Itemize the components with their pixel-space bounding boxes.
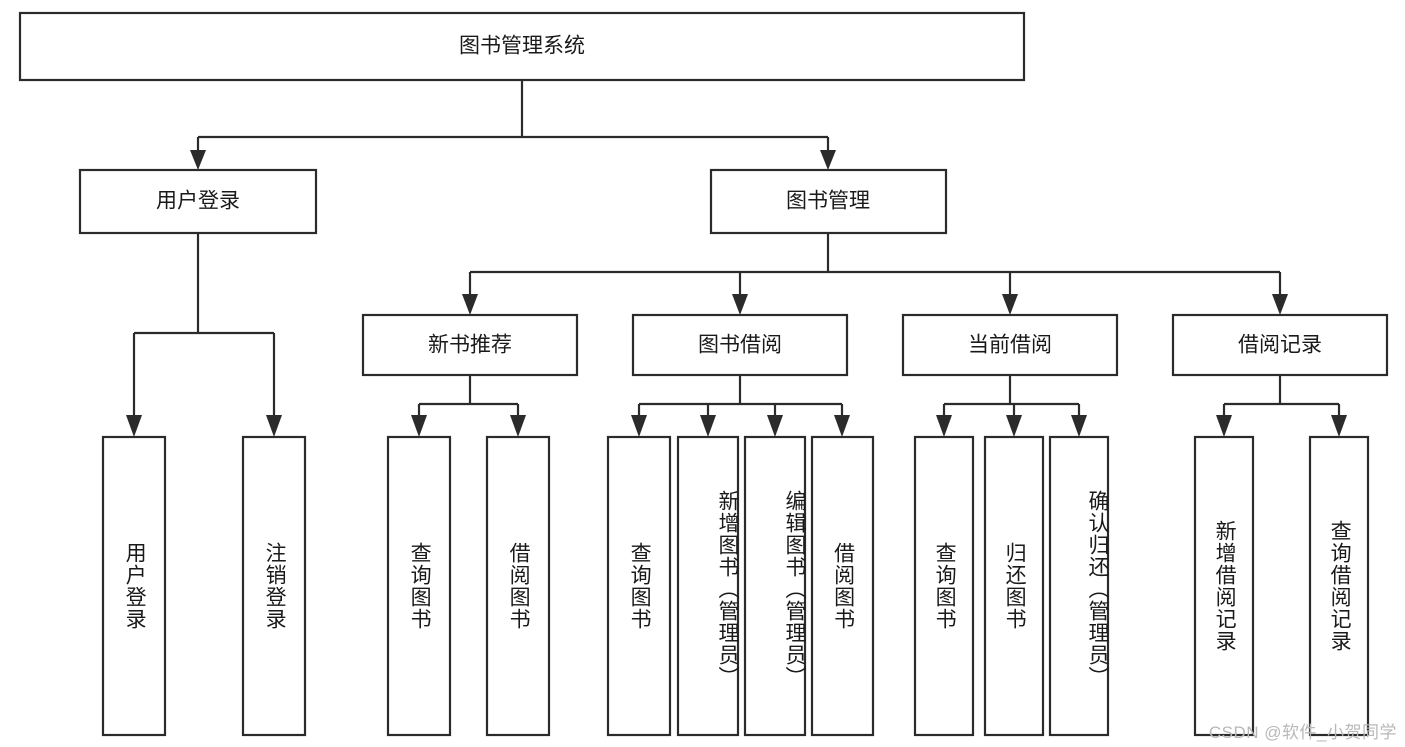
arrow-head-leaf-add-borrow-record xyxy=(1216,415,1232,437)
arrow-head-book-manage xyxy=(820,150,836,170)
node-box-layer xyxy=(18,11,1389,737)
arrow-head-book-borrow xyxy=(732,294,748,315)
label-borrow-record: 借阅记录 xyxy=(1238,334,1322,357)
arrow-head-leaf-add-book-admin xyxy=(700,415,716,437)
horizontal-label-layer: 图书管理系统 用户登录 图书管理 新书推荐 图书借阅 当前借阅 借阅记录 xyxy=(156,35,1322,357)
node-leaf-borrow-book[interactable] xyxy=(810,435,875,737)
connector-layer xyxy=(126,80,1347,437)
label-new-book-recommend: 新书推荐 xyxy=(428,334,512,357)
node-leaf-confirm-return-admin[interactable] xyxy=(1048,435,1110,737)
node-user-login[interactable] xyxy=(78,168,318,235)
arrow-head-leaf-borrow-book xyxy=(834,415,850,437)
node-leaf-logout[interactable] xyxy=(241,435,307,737)
arrow-head-leaf-return-book xyxy=(1006,415,1022,437)
label-root: 图书管理系统 xyxy=(459,35,585,58)
node-current-borrow[interactable] xyxy=(901,313,1119,377)
node-leaf-query-borrow-record[interactable] xyxy=(1308,435,1370,737)
node-borrow-record[interactable] xyxy=(1171,313,1389,377)
label-user-login: 用户登录 xyxy=(156,190,240,213)
node-leaf-borrow-book-recommend[interactable] xyxy=(485,435,551,737)
node-book-borrow[interactable] xyxy=(631,313,849,377)
node-book-manage[interactable] xyxy=(709,168,948,235)
arrow-head-new-book-recommend xyxy=(462,294,478,315)
label-current-borrow: 当前借阅 xyxy=(968,334,1052,357)
arrow-head-leaf-query-book-current xyxy=(936,415,952,437)
node-root[interactable] xyxy=(18,11,1026,82)
arrow-head-leaf-query-book-borrow xyxy=(631,415,647,437)
node-leaf-add-book-admin[interactable] xyxy=(676,435,740,737)
arrow-head-leaf-query-borrow-record xyxy=(1331,415,1347,437)
csdn-watermark: CSDN @软件_小贺同学 xyxy=(1208,723,1397,742)
node-leaf-query-book-recommend[interactable] xyxy=(386,435,452,737)
node-leaf-return-book[interactable] xyxy=(983,435,1045,737)
node-leaf-user-login[interactable] xyxy=(101,435,167,737)
node-leaf-query-book-borrow[interactable] xyxy=(606,435,672,737)
node-leaf-edit-book-admin[interactable] xyxy=(743,435,807,737)
node-new-book-recommend[interactable] xyxy=(361,313,579,377)
arrow-head-leaf-borrow-book-recommend xyxy=(510,415,526,437)
arrow-head-user-login xyxy=(190,150,206,170)
arrow-head-leaf-confirm-return-admin xyxy=(1071,415,1087,437)
node-leaf-add-borrow-record[interactable] xyxy=(1193,435,1255,737)
arrow-head-leaf-logout xyxy=(266,415,282,437)
arrow-head-leaf-query-book-recommend xyxy=(411,415,427,437)
label-book-manage: 图书管理 xyxy=(786,190,870,213)
arrow-head-current-borrow xyxy=(1002,294,1018,315)
label-book-borrow: 图书借阅 xyxy=(698,334,782,357)
arrow-head-leaf-edit-book-admin xyxy=(767,415,783,437)
arrow-head-borrow-record xyxy=(1272,294,1288,315)
node-leaf-query-book-current[interactable] xyxy=(913,435,975,737)
arrow-head-leaf-user-login xyxy=(126,415,142,437)
